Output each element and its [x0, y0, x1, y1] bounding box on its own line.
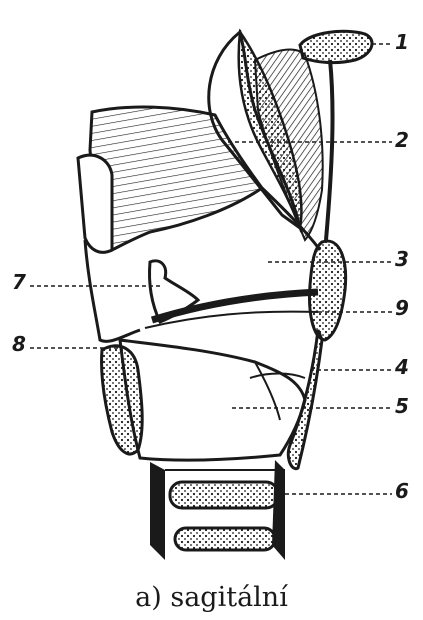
- label-6: 6: [395, 481, 409, 501]
- label-7: 7: [12, 272, 26, 292]
- label-5: 5: [395, 396, 409, 416]
- tracheal-ring-1: [170, 482, 278, 508]
- label-9: 9: [395, 298, 409, 318]
- label-2: 2: [395, 130, 409, 150]
- tracheal-ring-2: [175, 528, 275, 550]
- cricoid-arch: [102, 346, 143, 454]
- cricoid-cartilage: [120, 340, 305, 460]
- trachea: [150, 460, 285, 560]
- label-4: 4: [395, 357, 409, 377]
- arytenoid-cartilage: [310, 241, 346, 340]
- label-8: 8: [12, 334, 26, 354]
- label-3: 3: [395, 249, 409, 269]
- figure-caption: a) sagitální: [0, 582, 423, 613]
- hyoid-bone: [300, 31, 372, 62]
- label-1: 1: [395, 32, 409, 52]
